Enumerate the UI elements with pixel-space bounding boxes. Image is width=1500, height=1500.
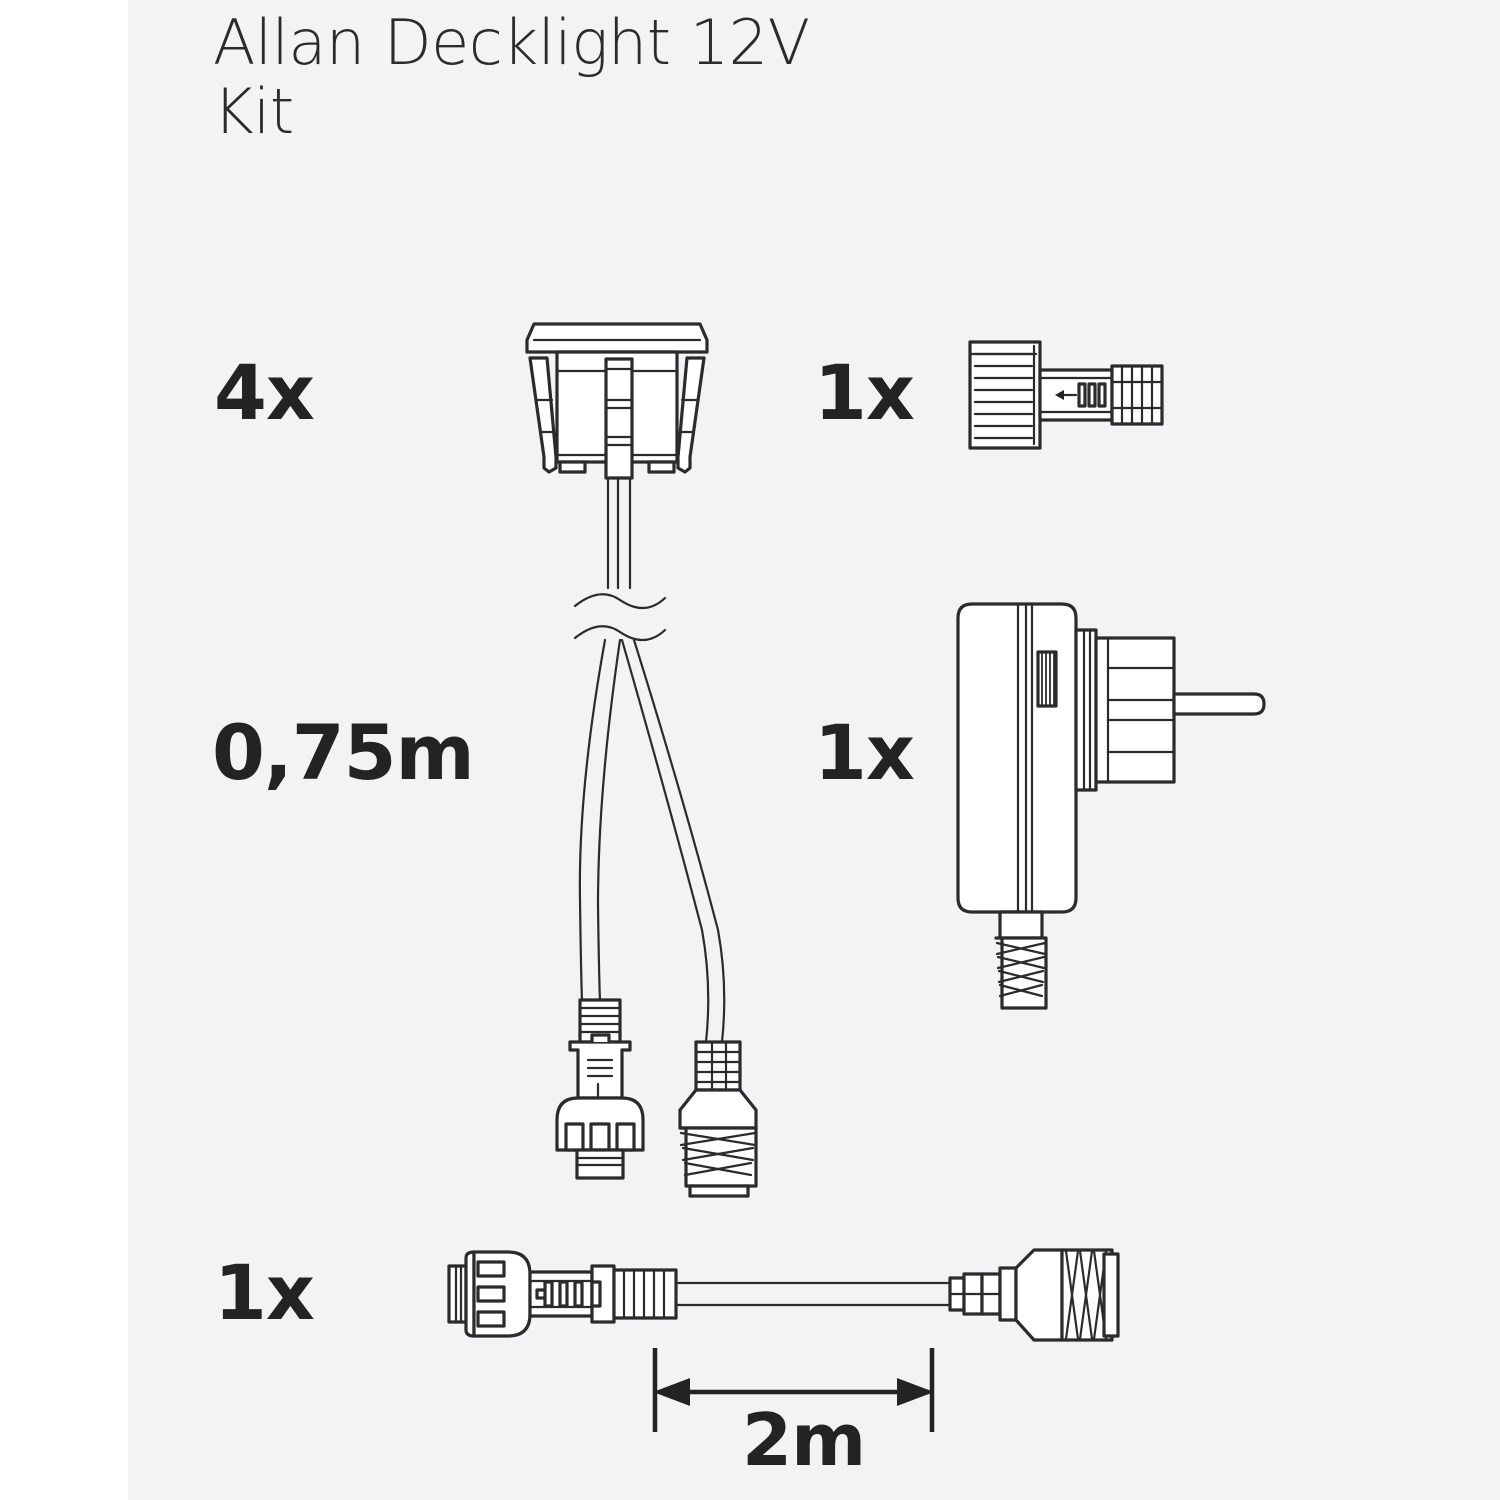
fixture-pigtail-cable	[606, 476, 632, 590]
quantity-label-end-cap: 1x	[814, 348, 915, 437]
pigtail-cable-branches	[578, 638, 726, 1044]
three-pin-connector	[555, 998, 645, 1180]
fixture-spring-clip-right	[676, 356, 706, 474]
fixture-bezel	[525, 322, 709, 354]
dimension-line-2m	[652, 1348, 935, 1432]
dimension-label: 2m	[742, 1398, 866, 1482]
fixture-center-post	[604, 357, 634, 480]
fixture-spring-clip-left	[528, 356, 558, 474]
quantity-label-extension: 1x	[214, 1248, 315, 1337]
extension-screw-end	[948, 1248, 1120, 1342]
canvas-background	[128, 0, 1500, 1500]
extension-cable-span	[674, 1281, 952, 1307]
cable-length-label: 0,75m	[212, 708, 475, 797]
quantity-label-decklight: 4x	[214, 348, 315, 437]
decklight-fixture-drawing	[525, 322, 758, 1198]
cable-break-icon	[573, 593, 667, 642]
page-title: Allan Decklight 12V Kit	[213, 6, 810, 149]
end-cap-drawing	[968, 340, 1164, 450]
left-arrow-icon	[1055, 382, 1107, 408]
extension-socket-end	[447, 1250, 678, 1338]
quantity-label-adapter: 1x	[814, 708, 915, 797]
extension-cable-drawing	[447, 1248, 1120, 1432]
screw-thread-connector	[678, 1040, 758, 1198]
power-adapter-drawing	[956, 602, 1266, 1010]
